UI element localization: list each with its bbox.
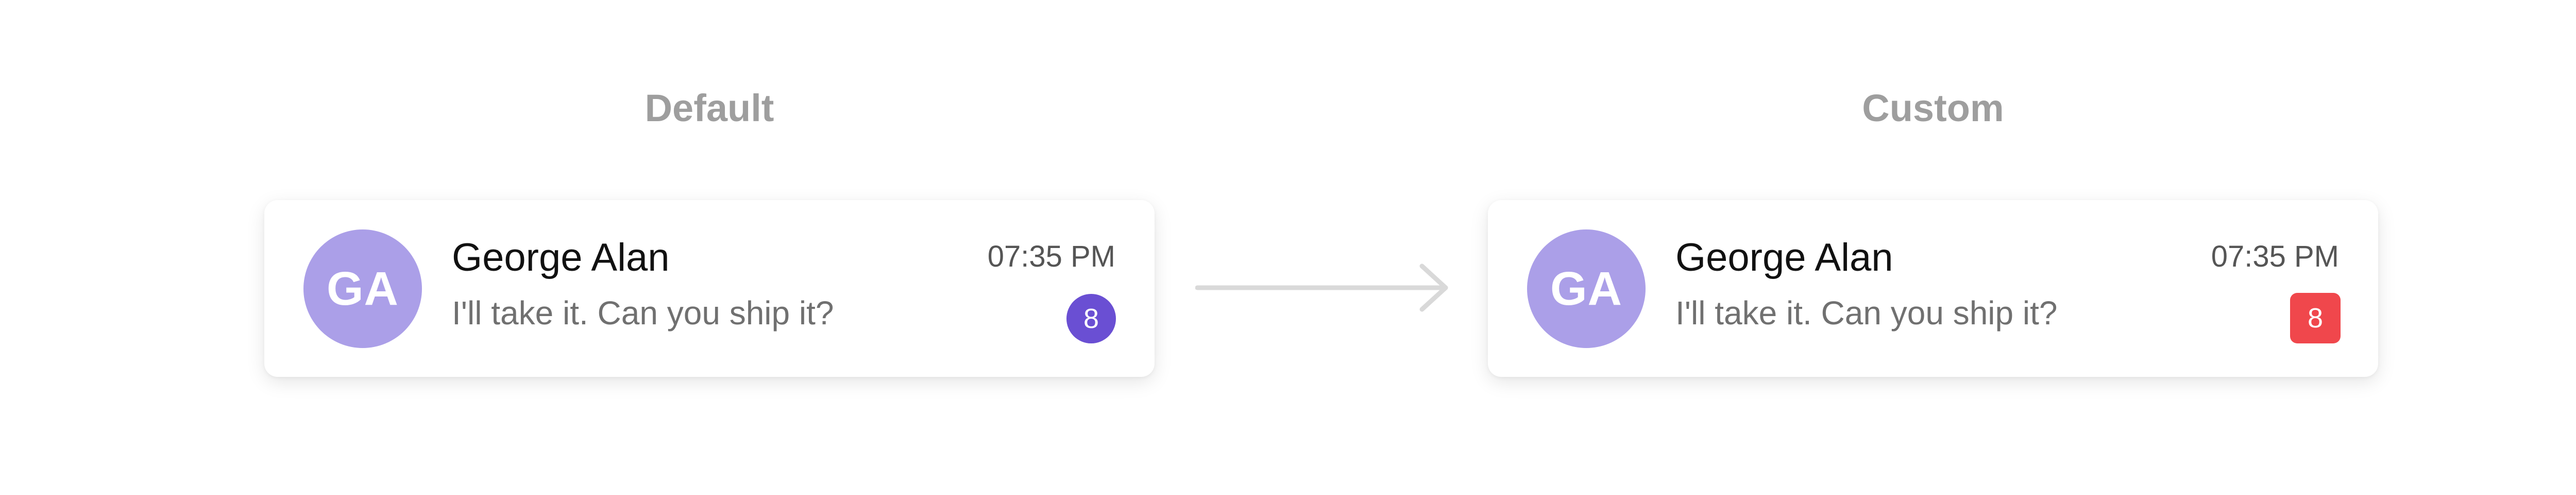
unread-count-badge: 8 xyxy=(1066,294,1116,343)
avatar: GA xyxy=(1527,229,1646,348)
contact-name: George Alan xyxy=(1675,236,1893,279)
message-time: 07:35 PM xyxy=(987,240,1115,273)
avatar: GA xyxy=(303,229,422,348)
default-conversation-item[interactable]: GA George Alan I'll take it. Can you shi… xyxy=(264,200,1155,377)
unread-count-badge: 8 xyxy=(2290,293,2341,343)
contact-name: George Alan xyxy=(452,236,670,279)
default-section-title: Default xyxy=(645,87,774,129)
arrow-right-icon xyxy=(1195,263,1448,312)
message-time: 07:35 PM xyxy=(2211,240,2339,273)
message-preview: I'll take it. Can you ship it? xyxy=(452,294,834,332)
custom-conversation-item[interactable]: GA George Alan I'll take it. Can you shi… xyxy=(1488,200,2378,377)
message-preview: I'll take it. Can you ship it? xyxy=(1675,294,2058,332)
custom-section-title: Custom xyxy=(1862,87,2004,129)
